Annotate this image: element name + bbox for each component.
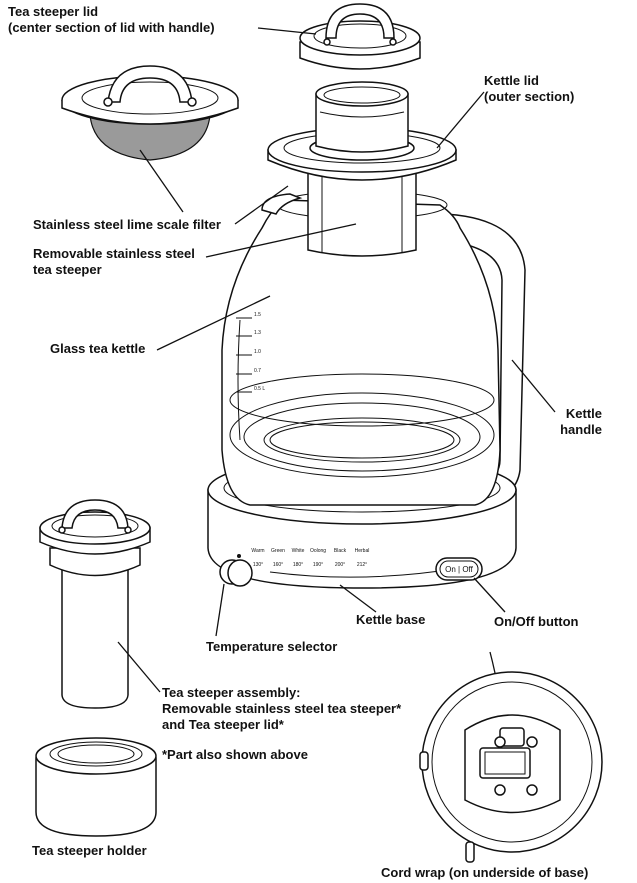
label-line: and Tea steeper lid* [162, 717, 284, 732]
tea-steeper-lid-illustration [299, 3, 421, 70]
tea-type-label: White [292, 548, 305, 554]
label-line: Temperature selector [206, 639, 338, 654]
label-part-note: *Part also shown above [162, 747, 308, 763]
volume-scale: 1.5 1.3 1.0 0.7 0.5 L [236, 312, 265, 393]
temperature-value-label: 180° [293, 562, 303, 568]
temperature-value-label: 160° [273, 562, 283, 568]
label-line: Kettle base [356, 612, 426, 627]
label-cord-wrap: Cord wrap (on underside of base) [381, 865, 588, 881]
tea-steeper-assembly-illustration [39, 499, 151, 709]
tea-type-label: Warm [251, 548, 264, 554]
label-tea-steeper-lid: Tea steeper lid (center section of lid w… [8, 4, 215, 36]
label-kettle-handle: Kettle handle [548, 406, 602, 438]
cord-wrap-illustration [419, 651, 603, 863]
label-line: Cord wrap (on underside of base) [381, 865, 589, 880]
label-lime-scale-filter: Stainless steel lime scale filter [33, 217, 221, 233]
label-line: Kettle lid [484, 73, 539, 88]
temperature-value-label: 130° [253, 562, 263, 568]
tea-type-label: Herbal [355, 548, 370, 554]
leader-lines [117, 27, 556, 693]
label-removable-steeper: Removable stainless steel tea steeper [33, 246, 195, 278]
tea-type-label: Oolong [310, 548, 326, 554]
tea-type-label: Black [334, 548, 347, 554]
label-temperature-selector: Temperature selector [206, 639, 337, 655]
volume-mark-label: 1.3 [254, 330, 261, 336]
volume-mark-label: 0.5 L [254, 386, 265, 392]
onoff-button-text: On | Off [445, 565, 473, 574]
label-line: Glass tea kettle [50, 341, 146, 356]
volume-mark-label: 0.7 [254, 368, 261, 374]
label-line: (outer section) [484, 89, 575, 104]
lime-scale-filter-illustration [61, 65, 239, 161]
temperature-value-label: 190° [313, 562, 323, 568]
label-line: Kettle [565, 406, 602, 421]
label-kettle-lid: Kettle lid (outer section) [484, 73, 574, 105]
label-onoff-button: On/Off button [494, 614, 578, 630]
steeper-neck-illustration [315, 81, 409, 153]
label-line: *Part also shown above [162, 747, 308, 762]
knob-indicator-dot [237, 554, 241, 558]
tea-steeper-holder-illustration [35, 737, 157, 837]
label-line: Tea steeper lid [8, 4, 99, 19]
volume-mark-label: 1.0 [254, 349, 261, 355]
label-glass-kettle: Glass tea kettle [50, 341, 145, 357]
label-line: Stainless steel lime scale filter [33, 217, 221, 232]
volume-mark-label: 1.5 [254, 312, 261, 318]
label-line: Removable stainless steel [33, 246, 195, 261]
label-line: On/Off button [494, 614, 579, 629]
tea-type-label: Green [271, 548, 285, 554]
label-tea-steeper-assembly: Tea steeper assembly: Removable stainles… [162, 685, 401, 733]
temperature-panel: Warm Green White Oolong Black Herbal 130° 160° 1… [251, 548, 369, 568]
label-kettle-base: Kettle base [356, 612, 425, 628]
label-tea-steeper-holder: Tea steeper holder [32, 843, 147, 859]
label-line: handle [560, 422, 602, 437]
label-line: Tea steeper assembly: [162, 685, 301, 700]
label-line: (center section of lid with handle) [8, 20, 215, 35]
temperature-value-label: 212° [357, 562, 367, 568]
label-line: tea steeper [33, 262, 102, 277]
temperature-value-label: 200° [335, 562, 345, 568]
label-line: Tea steeper holder [32, 843, 147, 858]
label-line: Removable stainless steel tea steeper* [162, 701, 402, 716]
kettle-lid-illustration [267, 127, 457, 181]
